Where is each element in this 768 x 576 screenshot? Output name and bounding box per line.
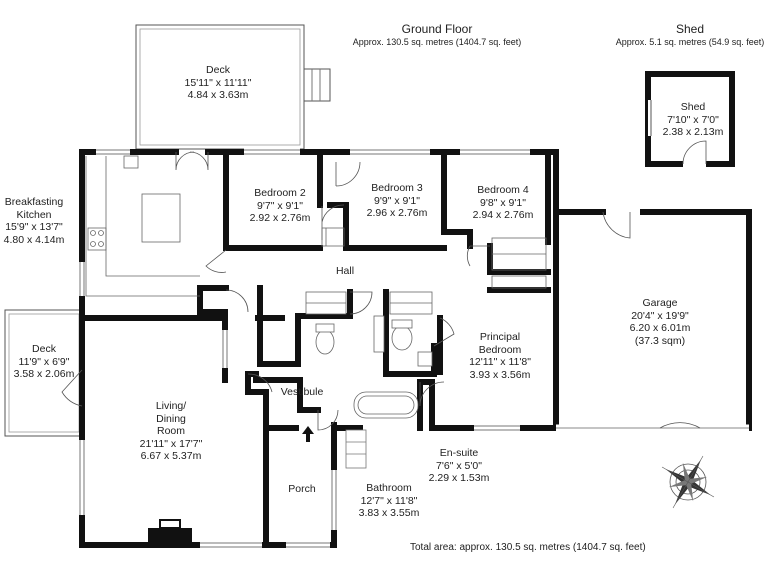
room-label-living-dining: Living/ Dining Room 21'11" x 17'7" 6.67 … <box>139 400 203 462</box>
total-area: Total area: approx. 130.5 sq. metres (14… <box>410 542 646 553</box>
compass-rose-icon <box>661 455 715 509</box>
bathroom-fittings <box>305 291 433 419</box>
doors <box>61 151 701 431</box>
fireplace <box>148 528 192 544</box>
ground-floor-title: Ground Floor <box>401 22 473 36</box>
room-label-shed: Shed 7'10" x 7'0" 2.38 x 2.13m <box>662 101 724 138</box>
room-label-kitchen: Breakfasting Kitchen 15'9" x 13'7" 4.80 … <box>3 196 65 246</box>
room-label-deck-top: Deck 15'11" x 11'11" 4.84 x 3.63m <box>184 64 252 101</box>
porch-steps <box>345 429 367 469</box>
room-label-principal-bedroom: Principal Bedroom 12'11" x 11'8" 3.93 x … <box>469 331 531 381</box>
room-label-bedroom-2: Bedroom 2 9'7" x 9'1" 2.92 x 2.76m <box>249 187 311 224</box>
room-label-garage: Garage 20'4" x 19'9" 6.20 x 6.01m (37.3 … <box>629 297 691 347</box>
room-label-deck-left: Deck 11'9" x 6'9" 3.58 x 2.06m <box>13 343 75 380</box>
room-label-porch: Porch <box>288 483 316 495</box>
windows <box>78 148 749 549</box>
room-label-bedroom-3: Bedroom 3 9'9" x 9'1" 2.96 x 2.76m <box>366 182 428 219</box>
ground-floor-area: Approx. 130.5 sq. metres (1404.7 sq. fee… <box>352 37 522 47</box>
shed-title: Shed <box>675 22 705 36</box>
deck-left <box>4 309 84 437</box>
room-label-bedroom-4: Bedroom 4 9'8" x 9'1" 2.94 x 2.76m <box>472 184 534 221</box>
room-label-hall: Hall <box>335 265 355 277</box>
shed-header: Shed Approx. 5.1 sq. metres (54.9 sq. fe… <box>616 22 765 48</box>
room-label-bathroom: Bathroom 12'7" x 11'8" 3.83 x 3.55m <box>358 482 420 519</box>
shed <box>645 71 735 168</box>
deck-top <box>135 24 305 150</box>
room-label-ensuite: En-suite 7'6" x 5'0" 2.29 x 1.53m <box>428 447 490 484</box>
shed-area: Approx. 5.1 sq. metres (54.9 sq. feet) <box>615 37 765 47</box>
wardrobes <box>321 227 547 289</box>
entrance-arrow-icon <box>302 426 314 442</box>
kitchen-fittings <box>85 155 200 297</box>
ground-floor-header: Ground Floor Approx. 130.5 sq. metres (1… <box>353 22 522 48</box>
deck-steps-top <box>303 68 331 102</box>
room-label-vestibule: Vestibule <box>280 386 324 398</box>
